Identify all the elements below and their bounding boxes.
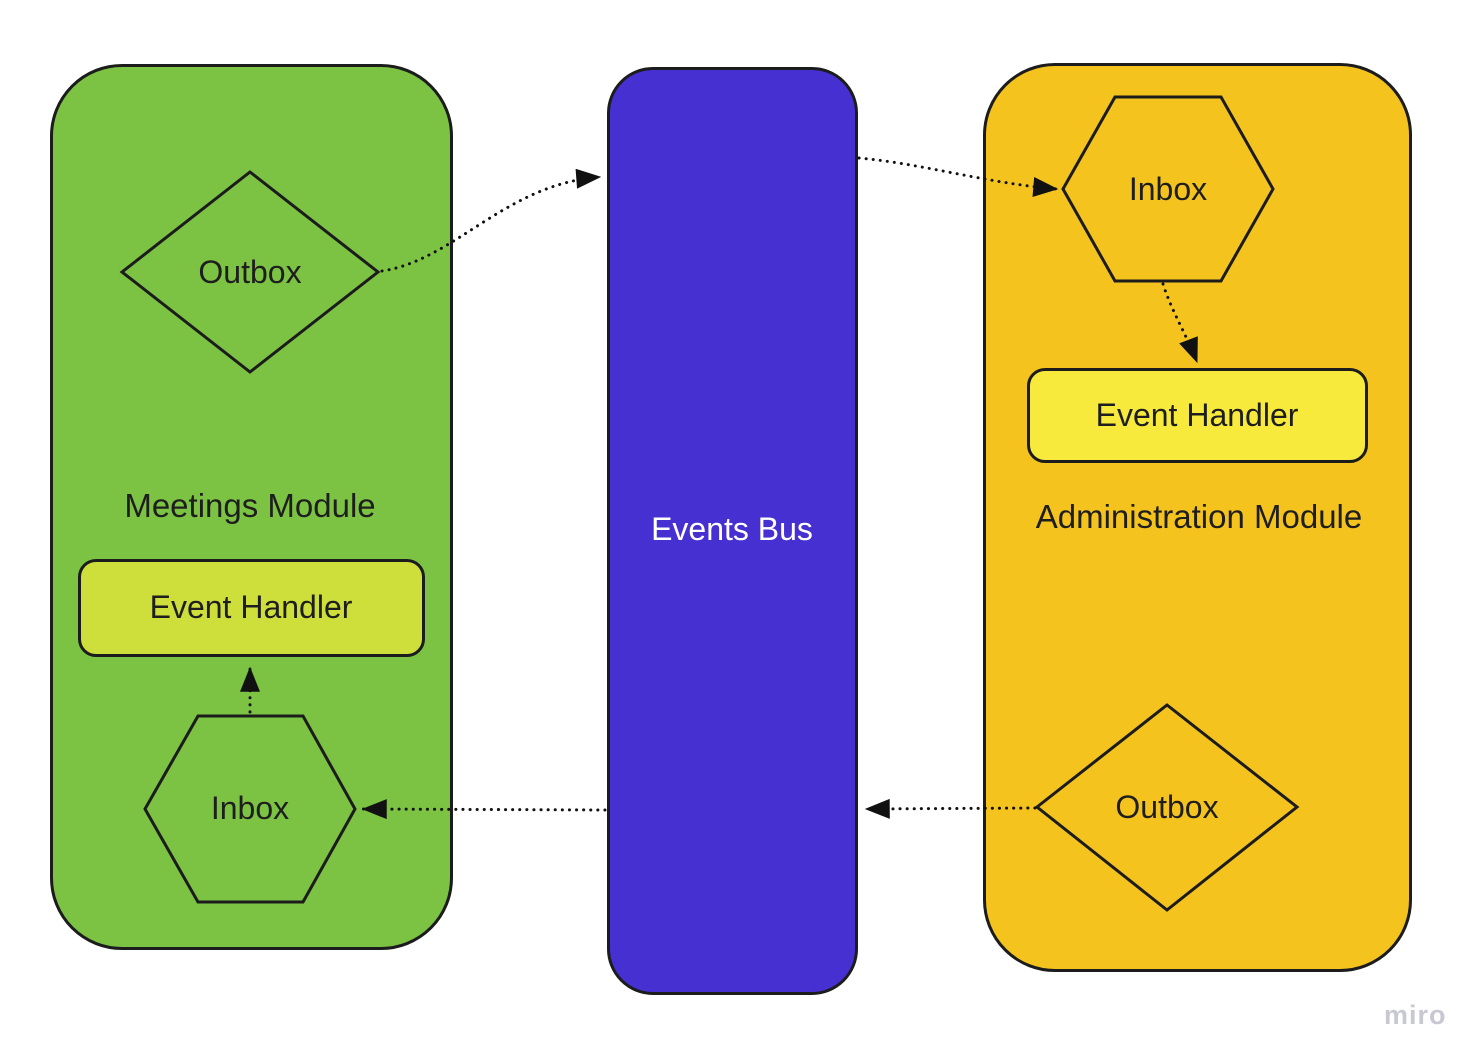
miro-watermark: miro	[1384, 1000, 1447, 1030]
meetings-event-handler-box[interactable]	[78, 559, 425, 657]
administration-inbox-label: Inbox	[1128, 170, 1208, 207]
administration-event-handler-box[interactable]	[1027, 368, 1368, 463]
administration-inbox-hexagon[interactable]	[1061, 95, 1275, 283]
meetings-inbox-label: Inbox	[210, 789, 290, 826]
connector-administration-inbox-to-event-handler[interactable]	[1161, 282, 1199, 364]
administration-outbox-label: Outbox	[1115, 788, 1219, 825]
meetings-inbox-hexagon[interactable]	[143, 714, 357, 904]
events-bus-container[interactable]	[607, 67, 858, 995]
administration-event-handler-label: Event Handler	[1095, 396, 1299, 433]
meetings-outbox-label: Outbox	[198, 253, 302, 290]
connector-meetings-outbox-to-events-bus[interactable]	[380, 168, 602, 273]
meetings-outbox-diamond[interactable]	[119, 170, 381, 374]
connector-events-bus-to-administration-inbox[interactable]	[857, 156, 1059, 197]
meetings-module-title: Meetings Module	[124, 487, 376, 525]
administration-outbox-diamond[interactable]	[1034, 703, 1300, 912]
connector-administration-outbox-to-events-bus[interactable]	[864, 798, 1037, 819]
events-bus-title: Events Bus	[651, 510, 813, 547]
meetings-event-handler-label: Event Handler	[149, 588, 353, 625]
connector-events-bus-to-meetings-inbox[interactable]	[361, 799, 607, 820]
administration-module-title: Administration Module	[1035, 498, 1363, 536]
